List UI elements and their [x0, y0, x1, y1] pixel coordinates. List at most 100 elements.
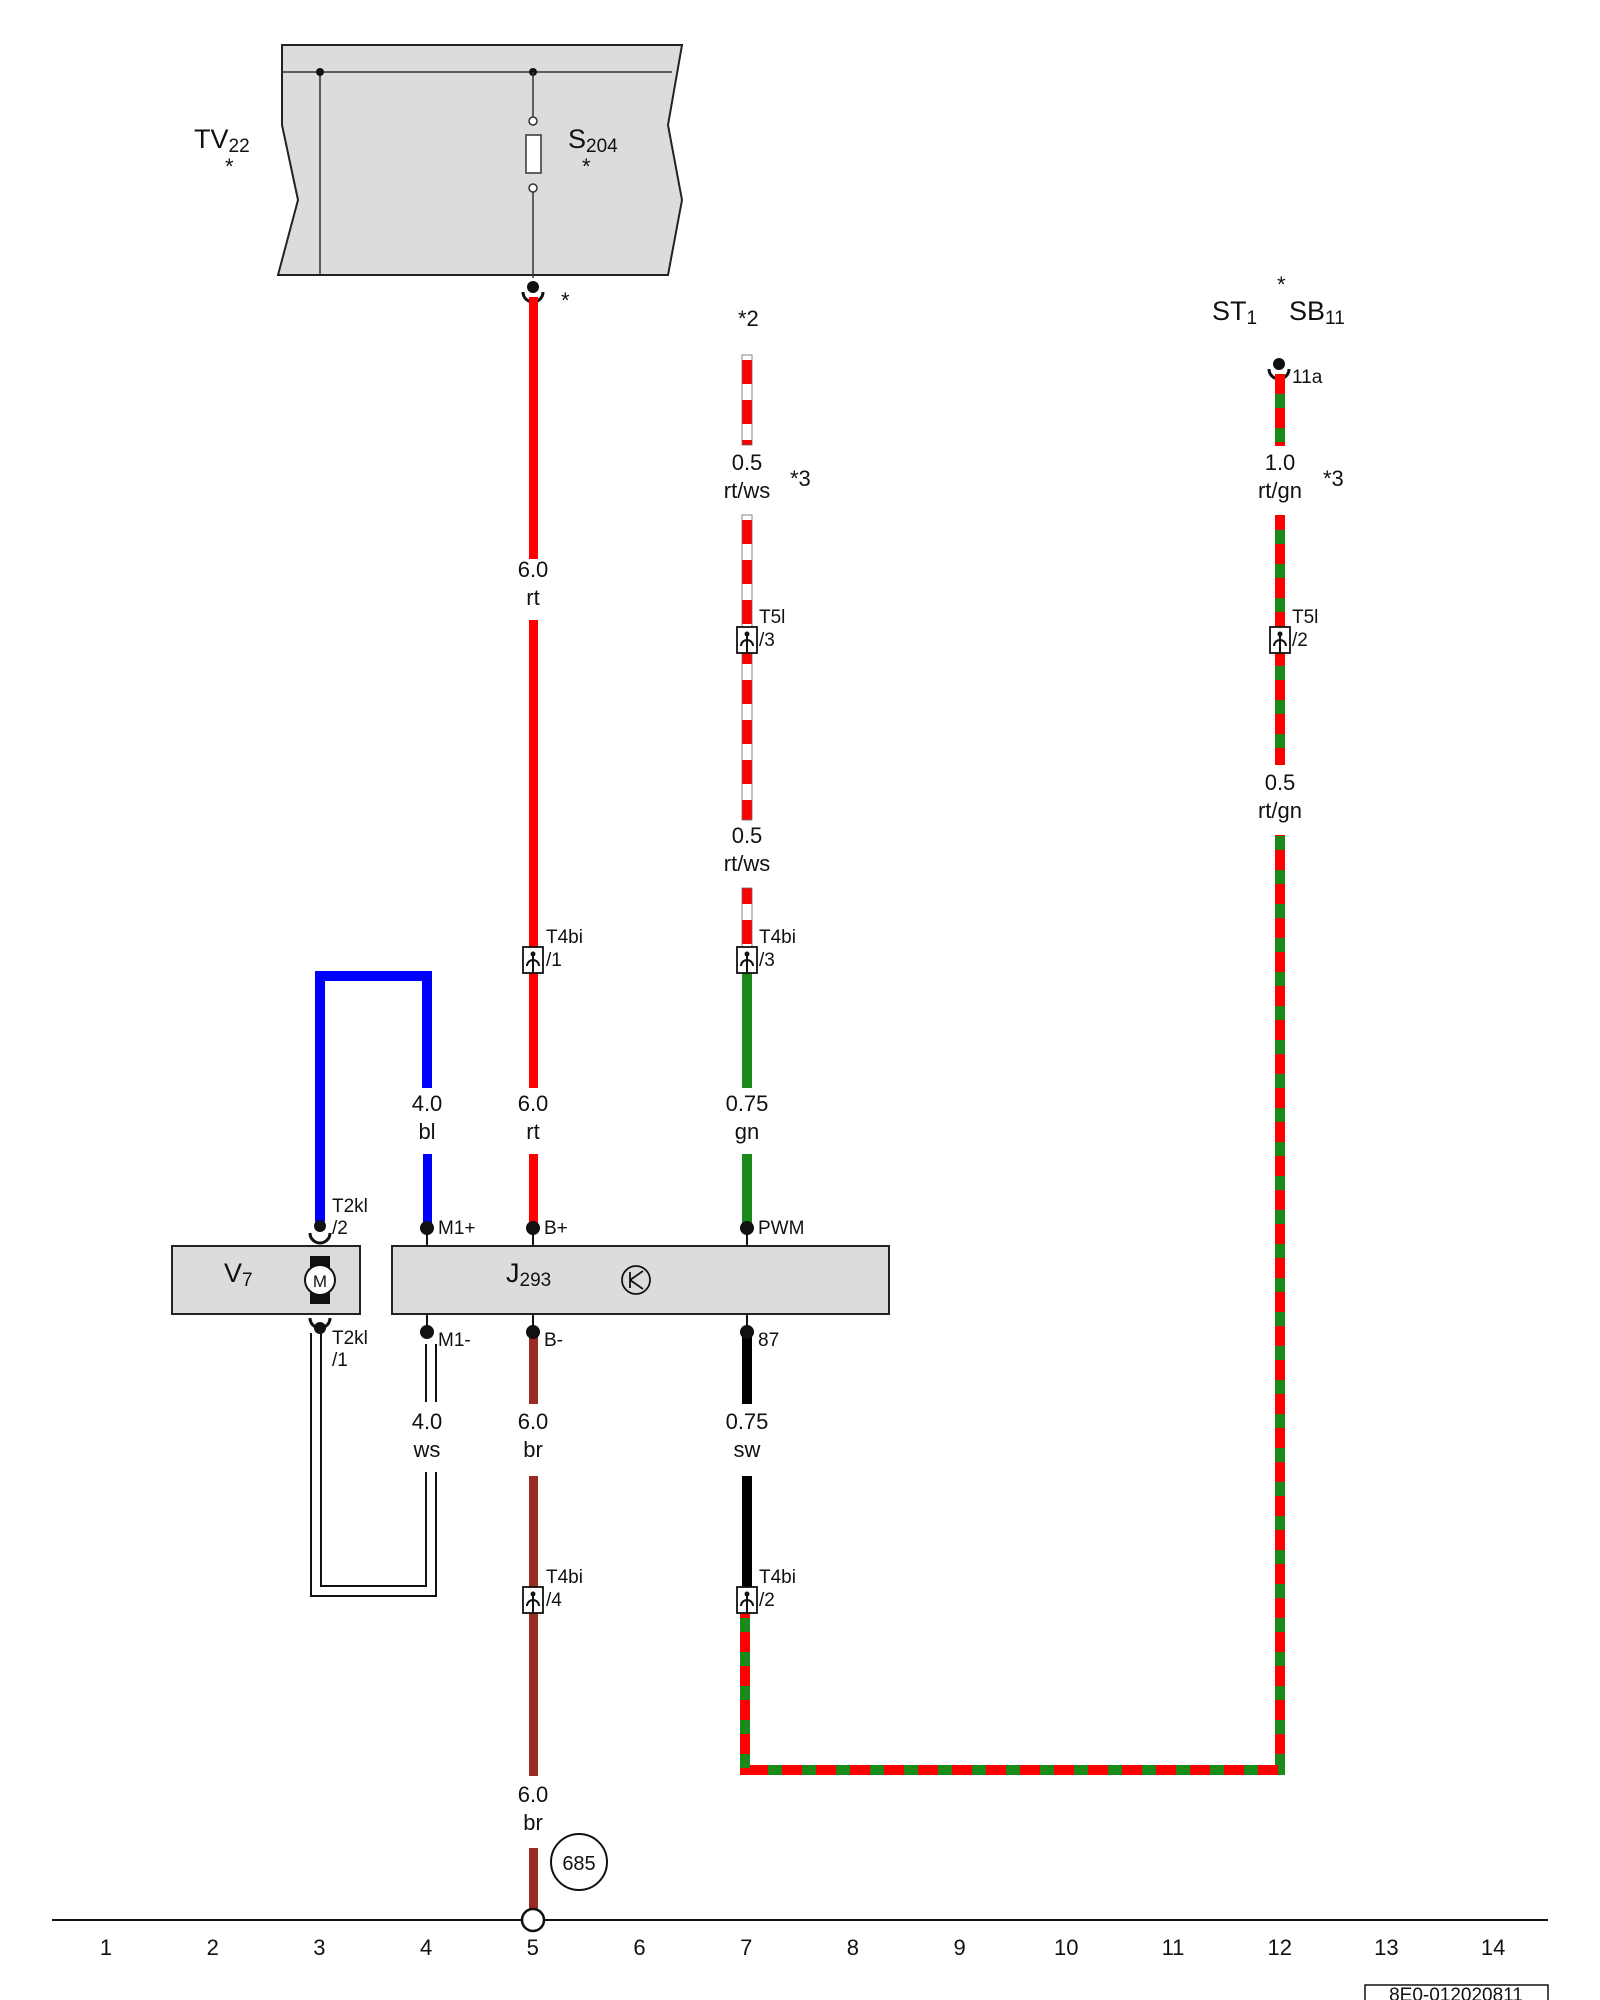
column-number-6: 6 [633, 1935, 645, 1960]
wire-color-label: rt/gn [1258, 478, 1302, 503]
wire-size-label: 0.5 [732, 823, 763, 848]
wire-0-5-rt-ws-middle [741, 514, 753, 821]
terminal-t2kl-1 [308, 1317, 332, 1334]
wire-size-label: 4.0 [412, 1091, 443, 1116]
connector-t4bi-3 [736, 946, 758, 974]
wire-size-label: 0.5 [1265, 770, 1296, 795]
column-number-3: 3 [313, 1935, 325, 1960]
connector-pin: /4 [546, 1590, 562, 1611]
pin-bminus-label: B- [544, 1330, 563, 1351]
wire-4-0-bl-loop [315, 971, 432, 1222]
connector-label: T5l [1292, 607, 1318, 628]
pin-m1minus-label: M1- [438, 1330, 471, 1351]
connector-pin: /2 [332, 1218, 348, 1239]
pin-11a-label: 11a [1292, 367, 1323, 388]
connector-label: T4bi [546, 1567, 583, 1588]
v7-label: V7 [224, 1258, 253, 1291]
fuse-s204-symbol [525, 134, 542, 174]
wire-color-label: br [523, 1437, 543, 1462]
wire-1-0-rt-gn-upper [1275, 374, 1285, 446]
ground-connection-point [520, 1907, 546, 1933]
diagram-id: 8E0-012020811 [1389, 1985, 1523, 2000]
motor-icon: M [304, 1256, 336, 1304]
tv22-footnote: * [225, 154, 234, 179]
transistor-icon [621, 1265, 651, 1295]
connector-label: T2kl [332, 1196, 368, 1217]
connector-pin: /2 [759, 1590, 775, 1611]
connector-pin: /1 [332, 1350, 348, 1371]
pin-bplus-label: B+ [544, 1218, 568, 1239]
connector-t5l-2 [1269, 626, 1291, 654]
connector-t4bi-2 [736, 1586, 758, 1614]
wire-6-0-br-middle [529, 1476, 538, 1776]
s204-footnote: * [582, 154, 591, 179]
connector-label: T4bi [759, 927, 796, 948]
wire-0-5-rt-gn-vertical [1275, 835, 1285, 1775]
column-number-14: 14 [1481, 1935, 1505, 1960]
wire-0-75-gn-lower [742, 1154, 752, 1228]
connector-pin: /2 [1292, 630, 1308, 651]
wire-size-label: 6.0 [518, 1409, 549, 1434]
wire-6-0-br-lower [529, 1848, 538, 1910]
wire-color-label: br [523, 1810, 543, 1835]
diagram-id-box [1364, 1984, 1549, 2000]
column-number-9: 9 [953, 1935, 965, 1960]
connector-pin: /3 [759, 950, 775, 971]
wire-color-label: bl [418, 1119, 435, 1144]
wire-6-0-rt-upper [529, 297, 538, 559]
column-number-7: 7 [740, 1935, 752, 1960]
terminal-t2kl-2 [308, 1220, 332, 1245]
wire-size-label: 0.5 [732, 450, 763, 475]
tv22-label: TV22 [194, 124, 250, 157]
wire-0-75-sw-upper [742, 1336, 752, 1404]
control-unit-j293-box [391, 1245, 890, 1315]
wire-size-label: 0.75 [726, 1091, 769, 1116]
column-number-2: 2 [207, 1935, 219, 1960]
wire-size-label: 6.0 [518, 557, 549, 582]
column-number-1: 1 [100, 1935, 112, 1960]
footnote-3: *3 [790, 466, 811, 491]
column-number-8: 8 [847, 1935, 859, 1960]
wire-color-label: rt/gn [1258, 798, 1302, 823]
wire-4-0-bl-lower [423, 1154, 432, 1228]
wire-color-label: rt/ws [724, 851, 770, 876]
svg-text:685: 685 [562, 1853, 595, 1875]
column-number-11: 11 [1162, 1935, 1185, 1960]
connector-label: T2kl [332, 1328, 368, 1349]
connector-t5l-3 [736, 626, 758, 654]
connector-label: T5l [759, 607, 785, 628]
wire-6-0-rt-lower [529, 1154, 538, 1228]
fuse-carrier-tv22 [276, 44, 684, 278]
wire-6-0-rt-middle [529, 620, 538, 1088]
wire-color-label: rt [526, 1119, 539, 1144]
wire-6-0-br-upper [529, 1336, 538, 1404]
column-number-5: 5 [527, 1935, 539, 1960]
column-number-10: 10 [1054, 1935, 1078, 1960]
pin-pwm-label: PWM [758, 1218, 804, 1239]
st1-label: ST1 [1212, 296, 1257, 329]
wire-size-label: 6.0 [518, 1782, 549, 1807]
column-number-12: 12 [1267, 1935, 1291, 1960]
s204-label: S204 [568, 124, 618, 157]
column-number-13: 13 [1374, 1935, 1398, 1960]
pin-87-label: 87 [758, 1330, 779, 1351]
wire-size-label: 4.0 [412, 1409, 443, 1434]
wire-0-75-gn-upper [742, 970, 752, 1088]
wire-size-label: 1.0 [1265, 450, 1296, 475]
ground-point-685: 685 [550, 1833, 608, 1891]
wire-size-label: 6.0 [518, 1091, 549, 1116]
connector-t4bi-1 [522, 946, 544, 974]
sb11-label: SB11 [1289, 296, 1345, 329]
wire-color-label: rt/ws [724, 478, 770, 503]
connector-pin: /3 [759, 630, 775, 651]
wire-0-5-rt-ws-lower [741, 887, 753, 957]
j293-label: J293 [506, 1258, 551, 1291]
connector-pin: /1 [546, 950, 562, 971]
wire-0-75-sw-lower [742, 1476, 752, 1598]
footnote-3: *3 [1323, 466, 1344, 491]
wire-color-label: sw [734, 1437, 761, 1462]
connector-t4bi-4 [522, 1586, 544, 1614]
wire-color-label: gn [735, 1119, 759, 1144]
